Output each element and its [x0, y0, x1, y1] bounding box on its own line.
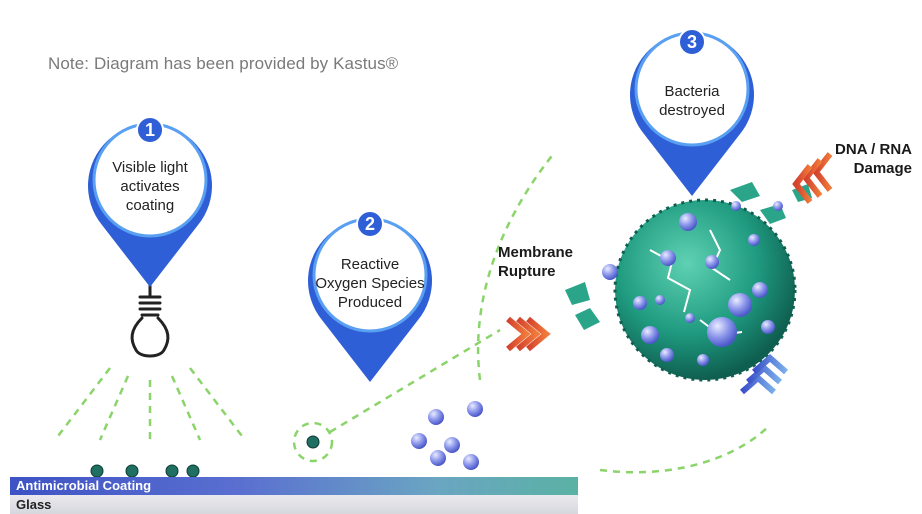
diagram-note: Note: Diagram has been provided by Kastu… — [48, 54, 399, 73]
step-2-number: 2 — [364, 214, 375, 234]
pin-1-shape — [87, 116, 212, 288]
ros-spheres — [411, 401, 483, 470]
surface-bacteria — [90, 435, 320, 478]
coating-label: Antimicrobial Coating — [16, 478, 152, 493]
glass-label: Glass — [16, 497, 52, 512]
membrane-rupture-label: Membrane Rupture — [498, 244, 574, 280]
step-2-text: Reactive Oxygen Species Produced — [315, 256, 425, 311]
dna-rna-damage-label: DNA / RNA Damage — [835, 141, 912, 177]
bacterium-cell — [565, 182, 812, 382]
pin-2-shape — [308, 210, 433, 382]
light-rays — [54, 367, 246, 441]
step-3-text: Bacteria destroyed — [659, 83, 725, 119]
antimicrobial-coating-layer: Antimicrobial Coating — [10, 477, 578, 495]
chevron-arrow-icon — [506, 316, 551, 352]
chevron-arrow-icon — [792, 152, 833, 204]
step-1-text: Visible light activates coating — [112, 159, 188, 214]
step-1-number: 1 — [144, 120, 155, 140]
step-3-number: 3 — [686, 32, 697, 52]
glass-layer: Glass — [10, 495, 578, 514]
chevron-arrow-icon — [740, 354, 788, 395]
light-bulb-icon — [130, 282, 170, 358]
pin-3-shape — [630, 28, 754, 197]
